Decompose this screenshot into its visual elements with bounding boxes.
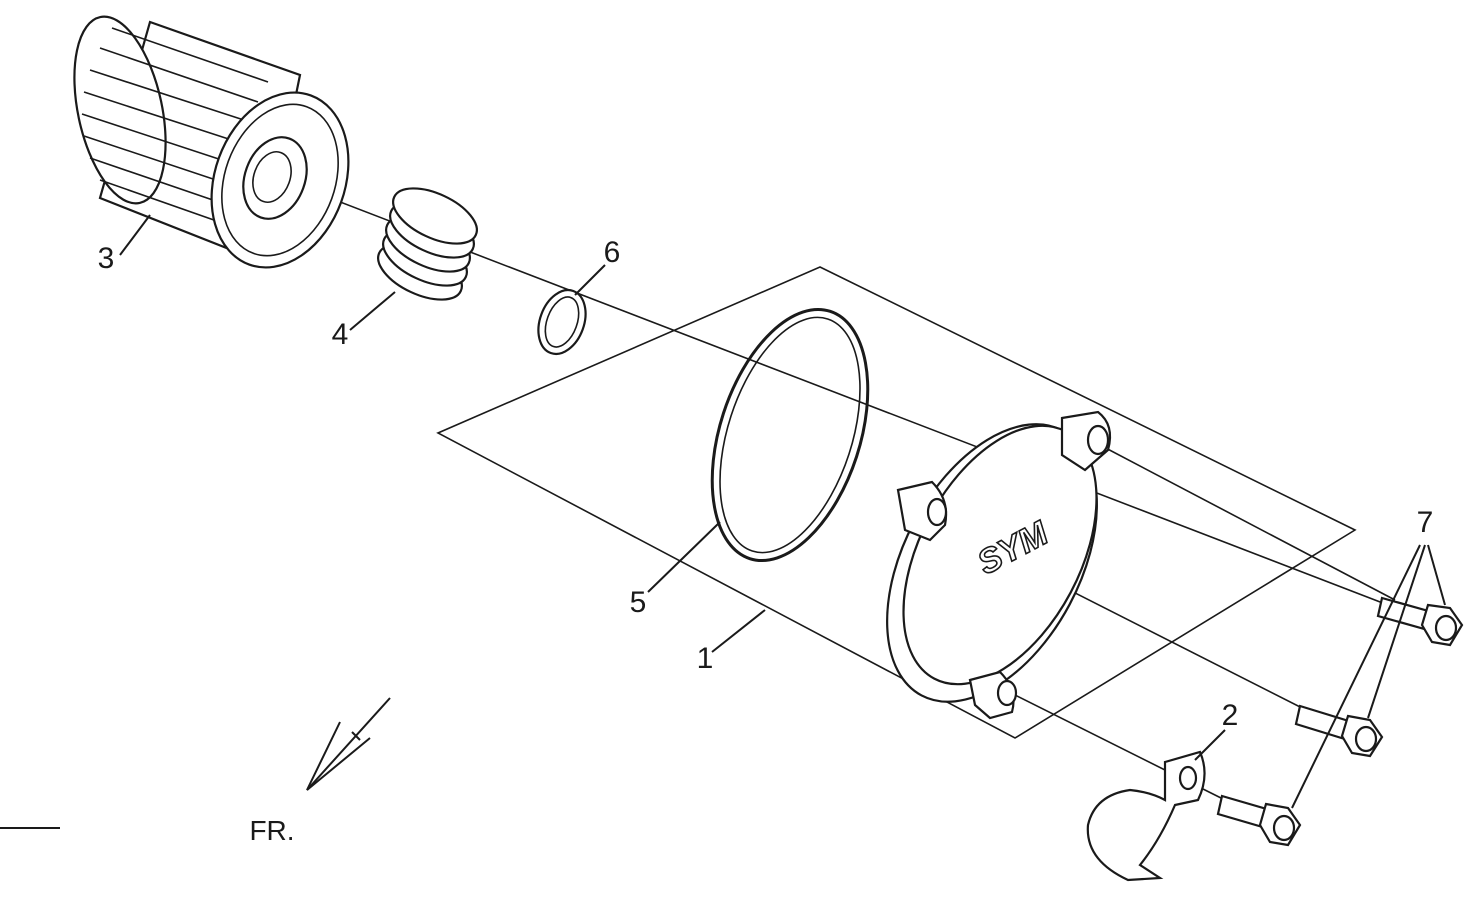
oil-filter-element xyxy=(73,15,350,269)
leader-line-7c xyxy=(1291,544,1421,809)
bolt-middle xyxy=(1294,704,1384,758)
small-o-ring xyxy=(537,288,587,356)
bolt-lower xyxy=(1216,794,1302,847)
leader-line-1 xyxy=(711,609,766,653)
front-direction-label: FR. xyxy=(249,815,294,846)
leader-line-6 xyxy=(574,264,606,296)
leader-line-2 xyxy=(1194,729,1226,761)
filter-cover: SYM xyxy=(886,410,1112,720)
callout-1: 1 xyxy=(697,642,714,675)
front-direction-arrow xyxy=(306,697,391,791)
axis-line-bolt-upper xyxy=(1099,444,1396,601)
callout-6: 6 xyxy=(604,236,621,269)
leader-line-3 xyxy=(119,214,151,256)
hose-clamp-bracket xyxy=(1086,750,1206,882)
leader-line-7a xyxy=(1427,544,1446,606)
callout-2: 2 xyxy=(1222,699,1239,732)
callout-7: 7 xyxy=(1417,506,1434,539)
callout-3: 3 xyxy=(98,242,115,275)
leader-line-4 xyxy=(349,291,396,331)
assembly-boundary xyxy=(436,266,1357,739)
leader-line-5 xyxy=(647,521,721,593)
callout-4: 4 xyxy=(332,318,349,351)
leader-line-7b xyxy=(1367,544,1426,719)
bolt-upper xyxy=(1376,596,1464,647)
large-o-ring xyxy=(710,307,870,563)
spring xyxy=(377,187,478,301)
callout-5: 5 xyxy=(630,586,647,619)
